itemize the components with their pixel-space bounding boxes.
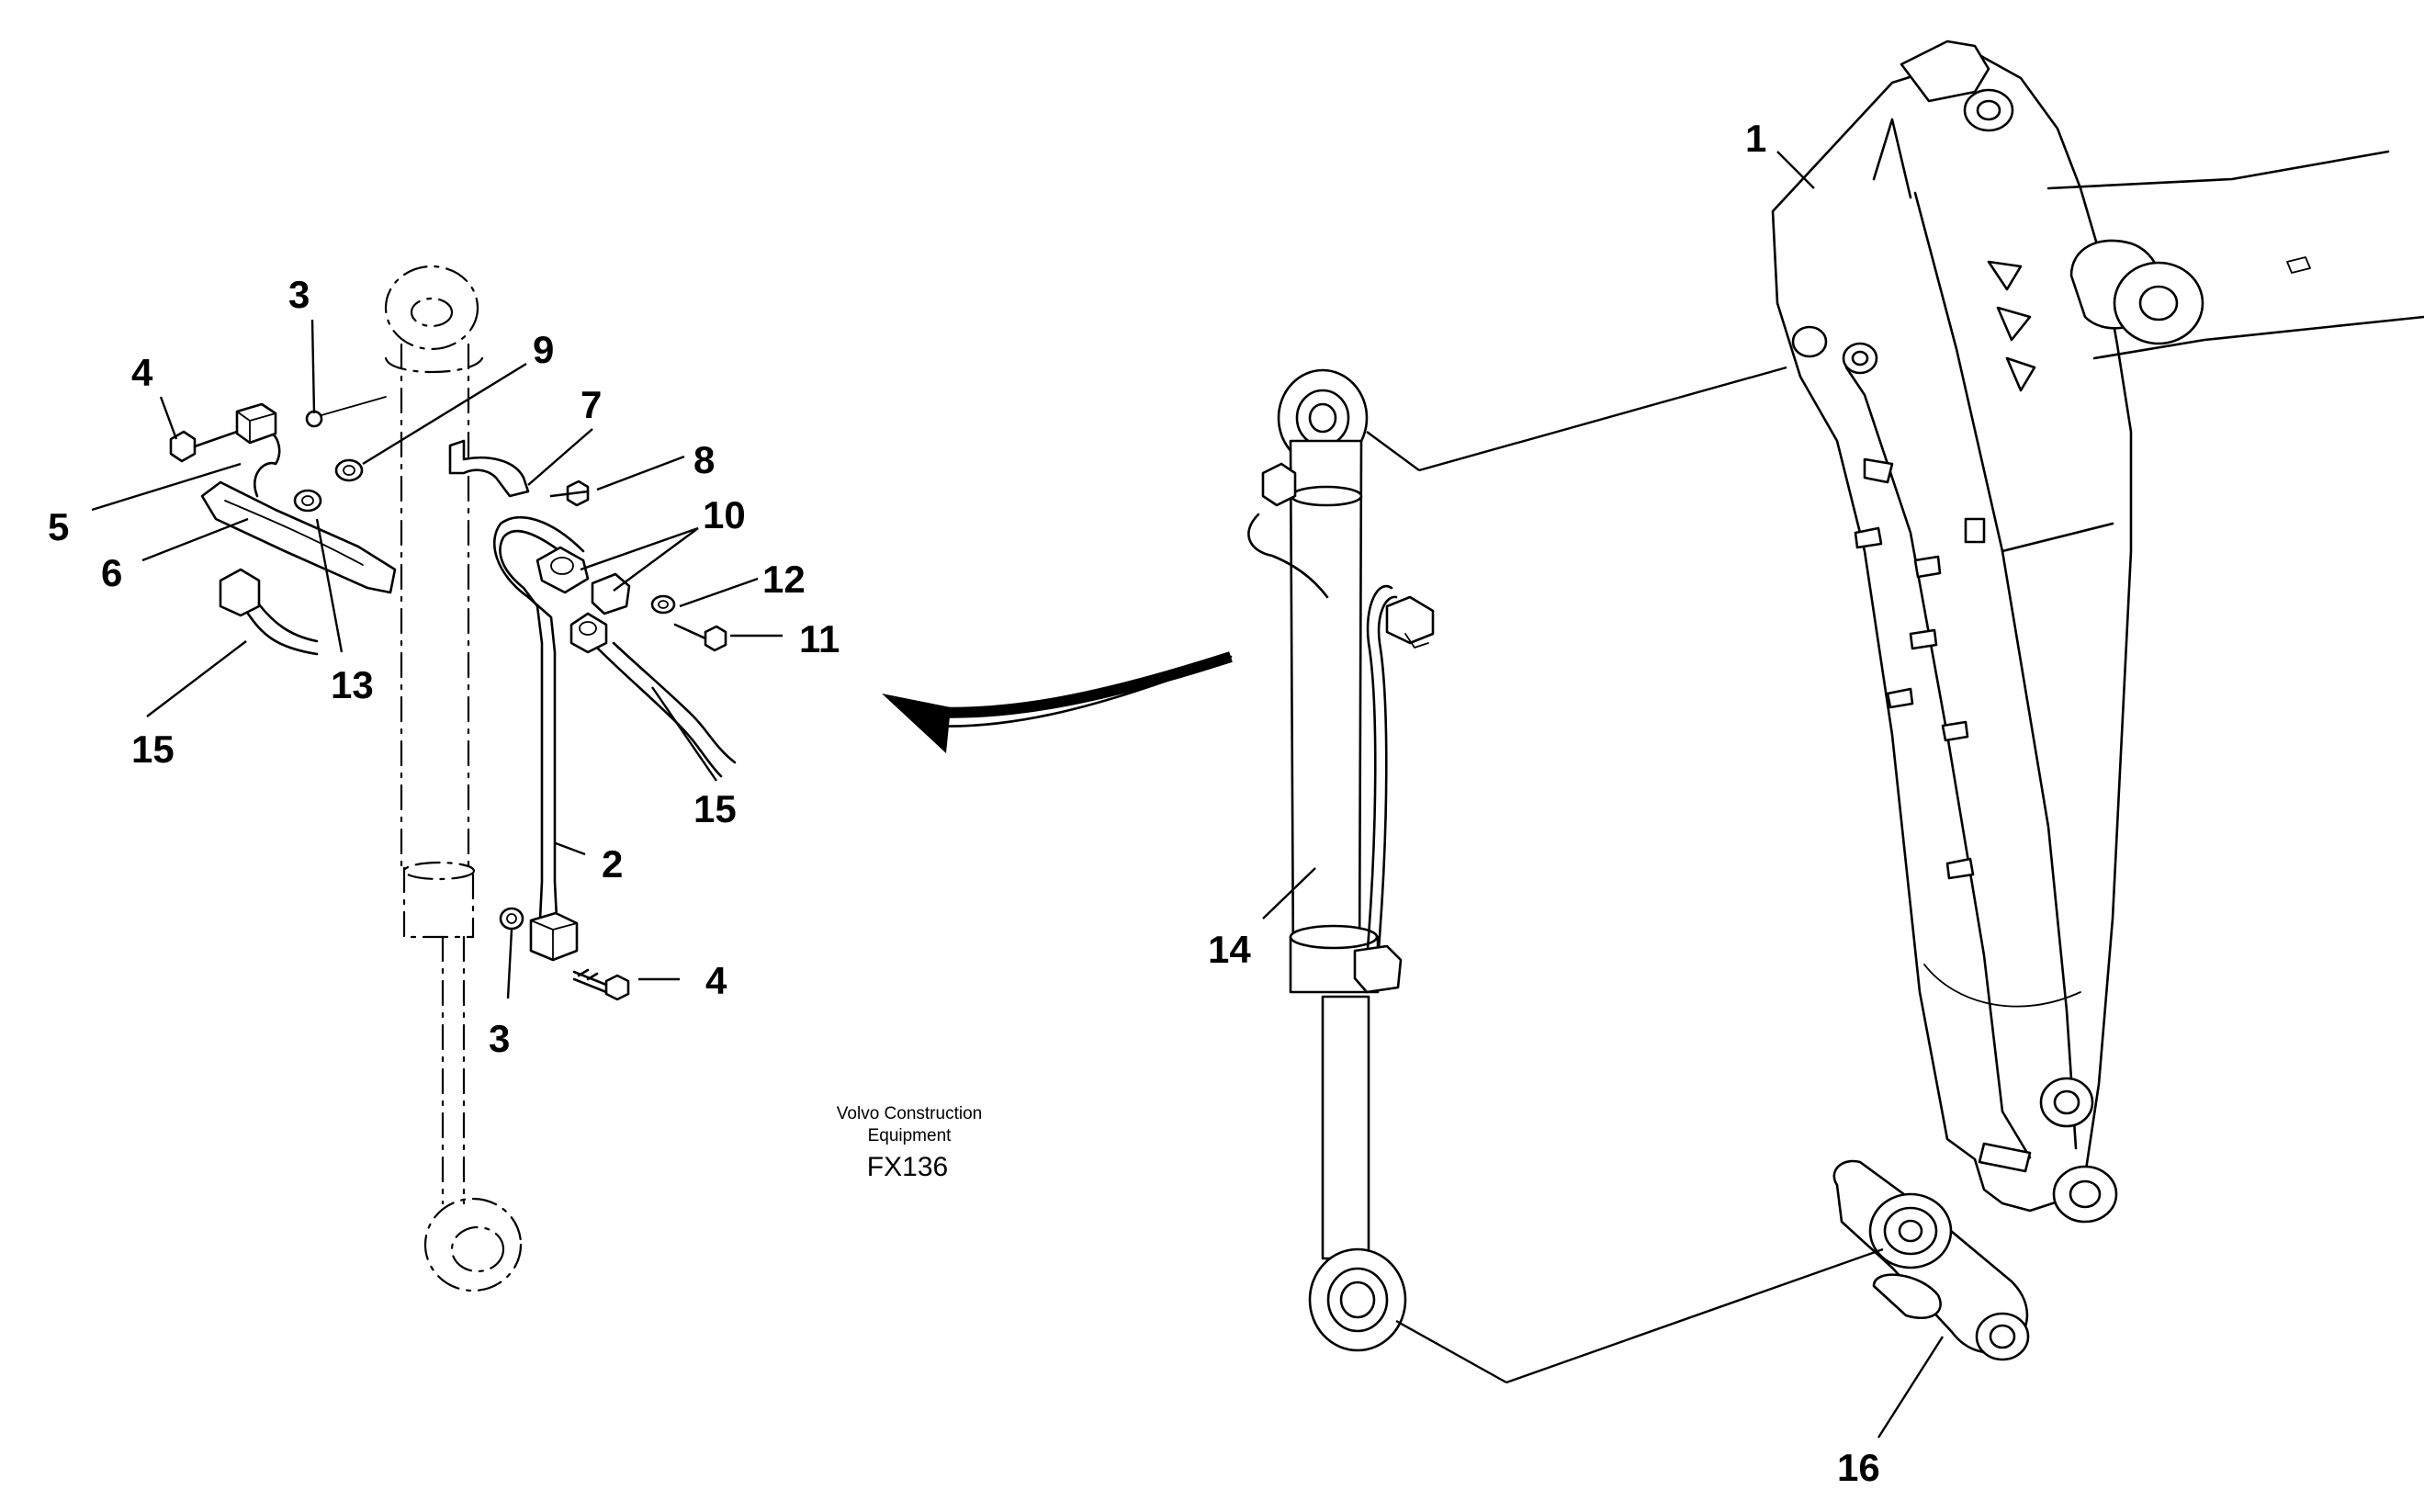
tube-fittings <box>536 546 727 654</box>
figure-code: FX136 <box>867 1152 948 1182</box>
callout-16: 16 <box>1837 1446 1880 1489</box>
callout-labels: 1 2 3 3 4 4 5 6 7 8 9 10 11 12 13 14 15 … <box>48 117 1880 1489</box>
steel-tube <box>493 516 585 920</box>
callout-15-right: 15 <box>693 787 737 830</box>
callout-2: 2 <box>602 842 623 886</box>
credit-line-1: Volvo Construction <box>837 1104 982 1123</box>
callout-leaders <box>91 151 1945 1439</box>
callout-7: 7 <box>581 383 602 426</box>
upper-clamp-block <box>169 396 387 463</box>
cylinder-detail-view <box>169 265 737 1292</box>
callout-5: 5 <box>48 505 69 548</box>
direction-arrow <box>882 651 1233 753</box>
credit-line-2: Equipment <box>868 1126 953 1145</box>
bucket-cylinder <box>1247 368 1435 1352</box>
hoses <box>219 568 737 778</box>
callout-10: 10 <box>703 493 746 536</box>
callout-3-top: 3 <box>288 273 310 316</box>
callout-14: 14 <box>1208 928 1251 971</box>
boom-assembly <box>1771 39 2424 1224</box>
link-part <box>1832 1159 2030 1361</box>
callout-13: 13 <box>331 663 374 706</box>
callout-15-left: 15 <box>131 728 175 771</box>
callout-11: 11 <box>799 617 840 660</box>
callout-1: 1 <box>1745 117 1766 160</box>
callout-4-top: 4 <box>131 351 153 394</box>
callout-9: 9 <box>533 328 554 371</box>
callout-3-bottom: 3 <box>489 1017 510 1060</box>
connection-lines <box>1366 366 1884 1384</box>
callout-4-bottom: 4 <box>705 959 727 1002</box>
credit-block: Volvo Construction Equipment FX136 <box>837 1104 982 1182</box>
phantom-cylinder <box>384 265 523 1292</box>
callout-6: 6 <box>101 551 122 594</box>
lower-clamp-block <box>499 907 630 1001</box>
callout-12: 12 <box>762 558 806 601</box>
hose-clip <box>448 439 590 507</box>
callout-8: 8 <box>693 438 715 481</box>
nuts-and-washers <box>293 458 364 513</box>
upper-bracket <box>200 430 397 594</box>
